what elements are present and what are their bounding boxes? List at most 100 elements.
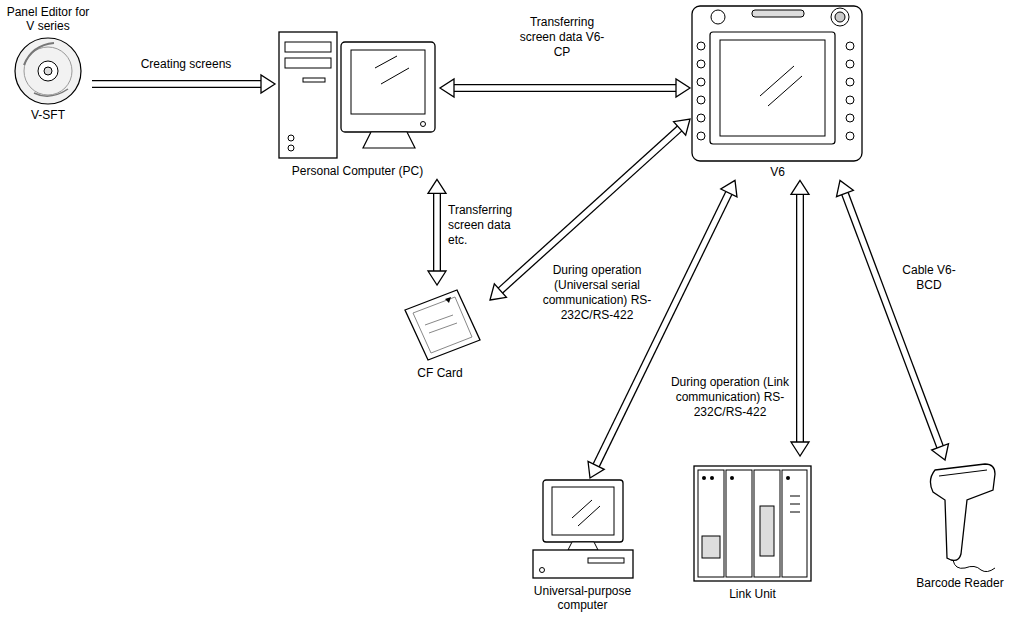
illustration-part (15, 38, 81, 104)
arrow-head (836, 180, 853, 196)
device-node: V6 (690, 4, 865, 180)
illustration-part (697, 114, 705, 122)
illustration-part (692, 6, 862, 161)
arrow-head (721, 180, 737, 197)
illustration-part (34, 89, 68, 96)
illustration-part (588, 558, 624, 563)
arrow-shaft-fill (434, 193, 439, 271)
illustration-part (782, 470, 807, 577)
connector-label: Cable V6-BCD (892, 262, 966, 294)
illustration-part (572, 500, 600, 526)
illustration-part (697, 42, 705, 50)
illustration-part (835, 12, 845, 22)
hollow-arrow (836, 180, 948, 460)
illustration-part (445, 297, 451, 303)
illustration-part (846, 60, 854, 68)
device-illustration (10, 35, 86, 107)
illustration-part (831, 8, 849, 26)
illustration-part (846, 96, 854, 104)
arrow-head (428, 179, 446, 193)
illustration-part (846, 114, 854, 122)
hollow-arrow (92, 75, 275, 93)
node-caption: Barcode Reader (916, 575, 1003, 591)
device-illustration (395, 285, 485, 365)
connector-label: During operation (Link communication) RS… (668, 374, 792, 421)
illustration-part (760, 506, 774, 556)
illustration-part (341, 42, 435, 132)
illustration-part (425, 315, 457, 333)
node-caption: Personal Computer (PC) (292, 163, 423, 179)
device-illustration (690, 456, 815, 586)
device-node: Universal-purpose computer (520, 478, 645, 614)
arrow-shaft-fill (845, 193, 940, 446)
illustration-part (533, 550, 633, 578)
device-illustration (275, 28, 440, 163)
illustration-part (720, 40, 825, 136)
hollow-arrow (440, 79, 690, 97)
illustration-part (953, 560, 995, 572)
illustration-part (939, 470, 987, 476)
illustration-part (38, 61, 58, 81)
hollow-arrow (588, 180, 737, 478)
device-node: Barcode Reader (905, 460, 1015, 591)
arrow-shaft-outline (433, 193, 441, 271)
illustration-part (846, 42, 854, 50)
illustration-part (710, 476, 714, 480)
device-node: Link Unit (690, 456, 815, 602)
device-node: CF Card (390, 285, 490, 381)
illustration-part (285, 42, 331, 52)
illustration-part (285, 58, 331, 68)
device-illustration (528, 478, 638, 583)
arrow-head (588, 461, 604, 478)
illustration-part (697, 96, 705, 104)
illustration-part (846, 78, 854, 86)
node-caption: Panel Editor for V series (4, 4, 92, 35)
illustration-part (539, 568, 544, 573)
illustration-part (790, 496, 800, 512)
arrow-shaft-outline (596, 193, 729, 465)
arrow-head (261, 75, 275, 93)
illustration-part (363, 132, 415, 148)
illustration-part (44, 67, 52, 75)
node-caption: CF Card (417, 365, 462, 381)
node-caption: V6 (770, 164, 785, 180)
connector-label: During operation (Universal serial commu… (538, 262, 656, 324)
connector-label: Transferring screen data etc. (446, 202, 530, 249)
connector-label: Creating screens (135, 56, 237, 73)
illustration-part (710, 32, 835, 144)
illustration-part (930, 464, 995, 560)
illustration-part (846, 132, 854, 140)
illustration-part (702, 476, 706, 480)
device-illustration (690, 4, 865, 164)
hollow-arrow (428, 179, 446, 285)
arrow-shaft-fill (797, 194, 802, 442)
device-node: Personal Computer (PC) (275, 28, 440, 179)
illustration-part (694, 466, 811, 581)
illustration-part (288, 145, 294, 151)
arrow-head (676, 79, 690, 97)
illustration-part (375, 56, 409, 84)
illustration-part (351, 50, 425, 114)
node-caption: V-SFT (31, 107, 65, 123)
connector-label: Transferring screen data V6-CP (515, 14, 609, 61)
illustration-part (698, 470, 724, 577)
illustration-part (279, 32, 337, 158)
arrow-shaft-outline (92, 80, 261, 88)
arrow-head (440, 79, 454, 97)
node-caption: Link Unit (729, 586, 776, 602)
illustration-part (413, 297, 472, 353)
illustration-part (543, 480, 623, 542)
illustration-part (405, 290, 480, 360)
arrow-shaft-fill (92, 81, 261, 86)
illustration-part (421, 122, 426, 127)
arrow-head (791, 180, 809, 194)
illustration-part (288, 135, 294, 141)
illustration-part (786, 476, 790, 480)
hollow-arrow (791, 180, 809, 456)
illustration-part (552, 487, 614, 535)
arrow-shaft-outline (454, 84, 676, 92)
illustration-part (752, 10, 804, 17)
arrow-head (674, 119, 690, 135)
illustration-part (711, 10, 725, 24)
